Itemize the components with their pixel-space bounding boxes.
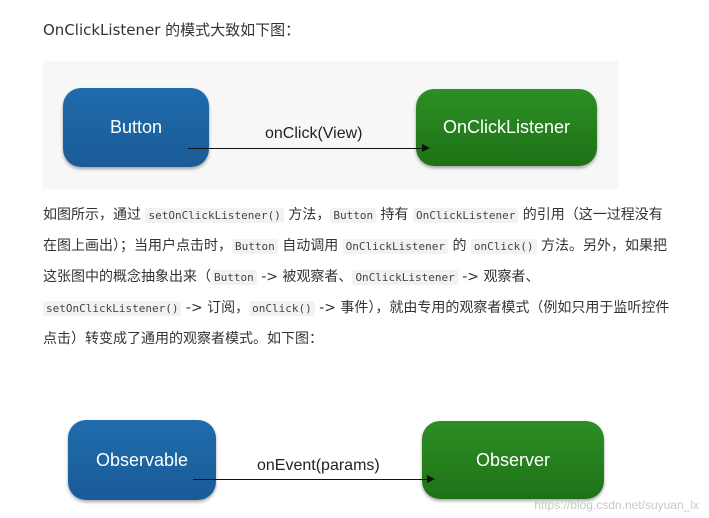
para-text: 的引用（这一过程没有在图上画出）；当用户点击时， (43, 207, 663, 254)
code-onclick: onClick() (470, 239, 537, 254)
observer-box: Observer (422, 421, 604, 499)
explanation-paragraph: 如图所示，通过 setOnClickListener() 方法，Button 持… (43, 200, 673, 354)
observer-diagram: Observable Observer onEvent(params) (43, 412, 618, 516)
code-button: Button (211, 270, 257, 285)
code-setonclicklistener: setOnClickListener() (145, 208, 284, 223)
code-button: Button (232, 239, 278, 254)
onclick-arrow-label: onClick(View) (265, 125, 363, 142)
observable-box: Observable (68, 420, 216, 500)
code-onclicklistener: OnClickListener (342, 239, 448, 254)
para-text: 持有 (376, 207, 414, 223)
code-setonclicklistener: setOnClickListener() (43, 301, 182, 316)
code-button: Button (330, 208, 377, 223)
onevent-arrow (193, 475, 435, 483)
button-box: Button (63, 88, 209, 167)
para-text: 方法， (283, 207, 331, 223)
para-text: -> 事件），就由专用的观察者模式（例如只用于监听控件点击）转变成了通用的观察者… (43, 300, 670, 347)
para-text: 方法。另外，如果把这张图中的概念抽象出来（ (43, 238, 667, 285)
code-onclick: onClick() (249, 301, 315, 316)
onclick-arrow (188, 144, 430, 152)
onevent-arrow-label: onEvent(params) (257, 457, 380, 474)
intro-text: OnClickListener 的模式大致如下图： (43, 21, 301, 39)
code-onclicklistener: OnClickListener (413, 208, 519, 223)
para-text: 的 (448, 238, 471, 254)
watermark: https://blog.csdn.net/suyuan_lx (534, 498, 699, 512)
onclick-diagram: Button OnClickListener onClick(View) (43, 61, 618, 189)
para-text: -> 被观察者、 (256, 269, 353, 285)
para-text: -> 观察者、 (457, 269, 540, 285)
para-text: -> 订阅， (181, 300, 250, 316)
code-onclicklistener: OnClickListener (352, 270, 458, 285)
para-text: 如图所示，通过 (43, 207, 146, 223)
onclicklistener-box: OnClickListener (416, 89, 597, 166)
para-text: 自动调用 (277, 238, 343, 254)
